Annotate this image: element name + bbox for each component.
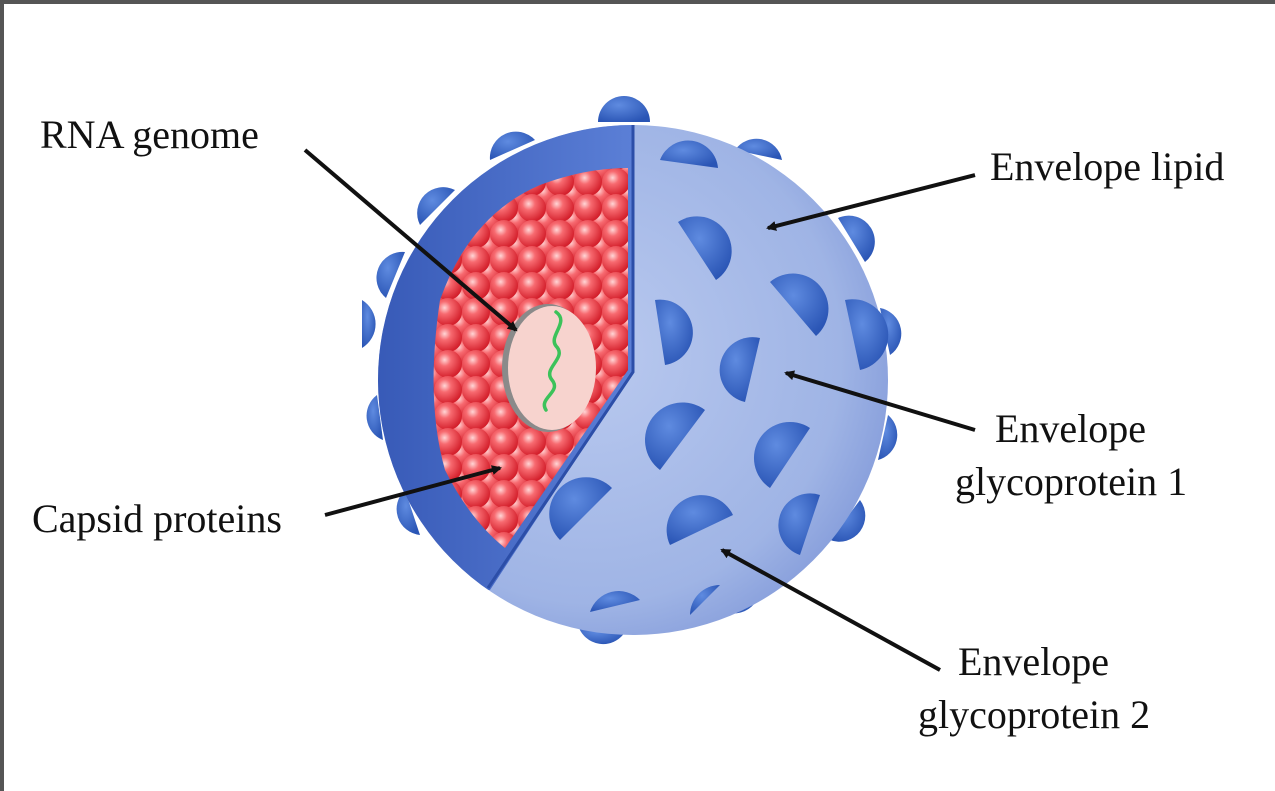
rna-genome-label: RNA genome xyxy=(40,112,259,157)
glycoprotein1-label-line2: glycoprotein 1 xyxy=(955,459,1187,504)
rim-spike xyxy=(362,300,376,348)
envelope-lipid-label: Envelope lipid xyxy=(990,144,1224,189)
rim-spike xyxy=(598,96,650,122)
glycoprotein2-label-line2: glycoprotein 2 xyxy=(918,692,1150,737)
glycoprotein1-label-line1: Envelope xyxy=(995,406,1146,451)
glycoprotein2-label-line1: Envelope xyxy=(958,639,1109,684)
genome-core xyxy=(502,304,596,432)
glycoprotein2-arrow xyxy=(722,550,940,670)
capsid-proteins-label: Capsid proteins xyxy=(32,496,282,541)
